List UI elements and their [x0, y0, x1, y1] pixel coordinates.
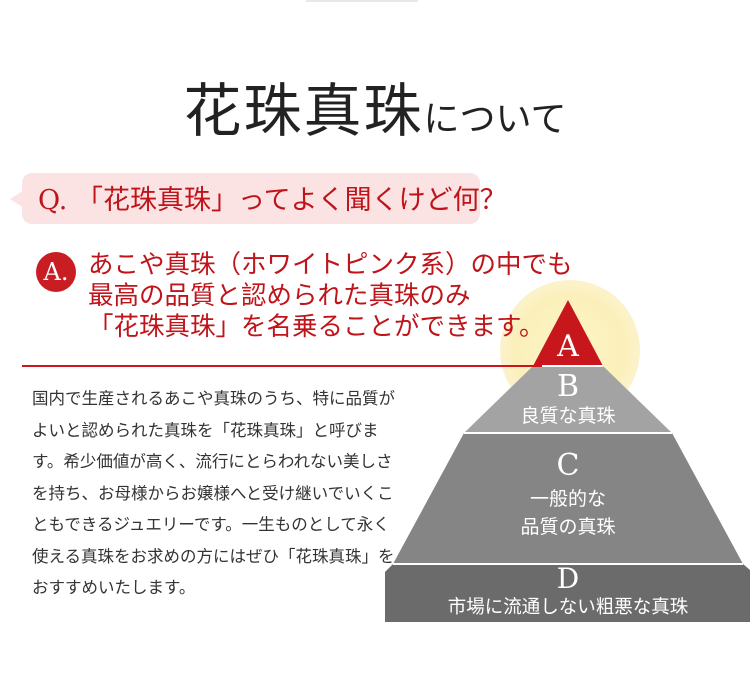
answer-line: 「花珠真珠」を名乗ることができます。: [88, 312, 545, 342]
pyramid-tier-d: [385, 564, 750, 622]
grade-b-label: B: [557, 369, 579, 404]
pyramid-tier-c: [393, 433, 743, 564]
answer-underline: [22, 365, 542, 367]
grade-c-desc-line2: 品質の真珠: [520, 516, 615, 538]
grade-c-desc-line1: 一般的な: [530, 488, 606, 510]
question-label: Q.: [38, 185, 68, 216]
question-text: 「花珠真珠」ってよく聞くけど何？: [75, 185, 507, 216]
page-title: 花珠真珠について: [0, 64, 750, 148]
answer-badge: A.: [36, 252, 76, 292]
grade-d-desc: 市場に流通しない粗悪な真珠: [448, 597, 689, 618]
title-sub: について: [423, 99, 567, 140]
grade-a-label: A: [556, 329, 579, 364]
top-divider: [306, 0, 418, 2]
question: Q. 「花珠真珠」ってよく聞くけど何？: [38, 178, 507, 217]
description-text: 国内で生産されるあこや真珠のうち、特に品質がよいと認められた真珠を「花珠真珠」と…: [32, 389, 395, 597]
title-main: 花珠真珠: [183, 77, 424, 145]
pyramid-tier-b: [464, 366, 672, 433]
pyramid-tier-a: [533, 300, 603, 366]
question-bubble: [22, 173, 480, 224]
grade-b-desc: 良質な真珠: [520, 405, 615, 427]
grade-c-label: C: [557, 448, 580, 483]
answer-line: あこや真珠（ホワイトピンク系）の中でも: [88, 250, 573, 280]
answer-text: あこや真珠（ホワイトピンク系）の中でも 最高の品質と認められた真珠のみ 「花珠真…: [88, 250, 573, 343]
question-bubble-tail: [10, 190, 24, 208]
answer-line: 最高の品質と認められた真珠のみ: [88, 281, 471, 311]
grade-d-label: D: [557, 562, 579, 595]
